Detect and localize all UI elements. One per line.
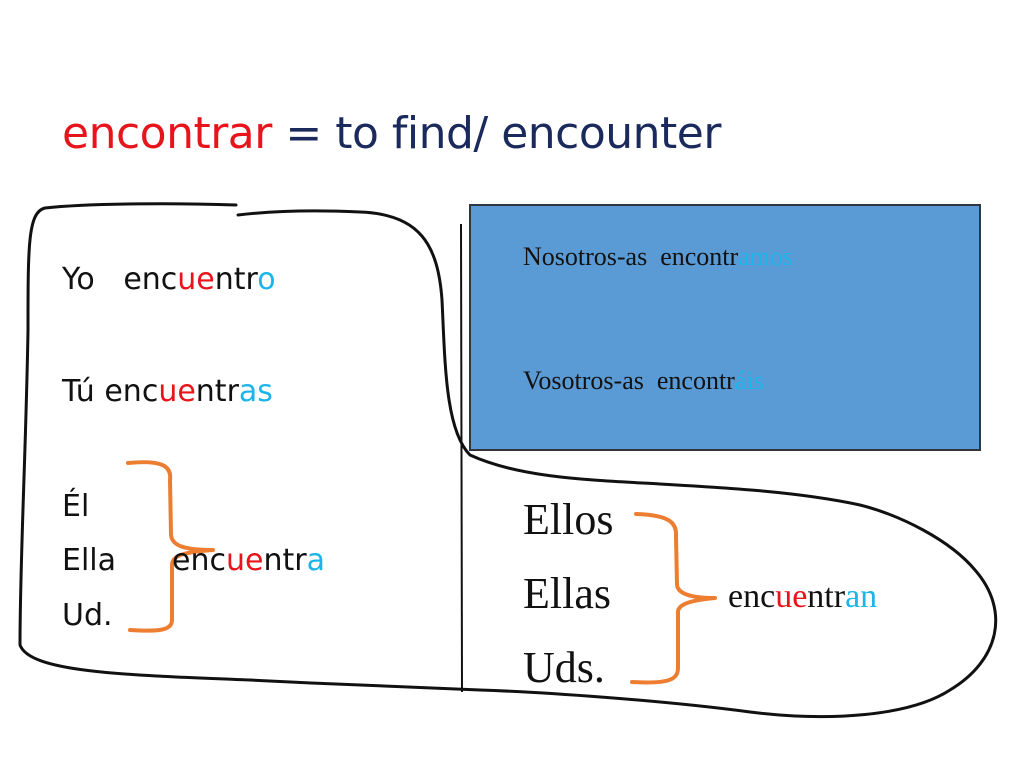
row-nosotros: Nosotros-as encontramos (523, 242, 793, 272)
pronoun-yo: Yo (62, 262, 95, 297)
pronoun-vosotros: Vosotros-as (523, 366, 644, 395)
verb-third-stem: enc (172, 543, 226, 578)
verb-yo-mid: ntr (214, 262, 258, 297)
verb-third-stem-change: ue (225, 543, 264, 578)
verb-tu-mid: ntr (195, 374, 239, 409)
row-vosotros: Vosotros-as encontráis (523, 366, 764, 396)
verb-yo: encuentro (123, 262, 275, 297)
pronoun-ellos: Ellos (523, 495, 614, 544)
verb-vosotros-stem: encontr (656, 366, 735, 395)
verb-tu-stem: enc (104, 374, 159, 409)
verb-yo-stem-change: ue (177, 262, 215, 297)
pronoun-nosotros: Nosotros-as (523, 242, 648, 271)
verb-yo-ending: o (257, 262, 276, 297)
divider-line (460, 223, 463, 693)
verb-third-plural: encuentran (728, 578, 877, 616)
pronoun-ud: Ud. (62, 598, 113, 633)
verb-plural-stem-change: ue (775, 578, 808, 615)
verb-plural-mid: ntr (807, 578, 846, 615)
plural-brace (630, 512, 717, 685)
pronoun-el: Él (62, 489, 90, 524)
plural-first-second-box (469, 204, 981, 451)
pronoun-ellas: Ellas (523, 569, 611, 618)
verb-third-singular: encuentra (172, 543, 325, 578)
title-verb: encontrar (62, 108, 272, 159)
verb-third-mid: ntr (263, 543, 307, 578)
verb-third-ending: a (306, 543, 325, 578)
singular-brace (126, 460, 215, 633)
verb-nosotros-ending: amos (738, 242, 794, 271)
verb-plural-stem: enc (728, 578, 776, 615)
verb-tu: encuentras (104, 374, 273, 409)
singular-outline (18, 202, 998, 719)
verb-tu-ending: as (238, 374, 273, 409)
verb-plural-ending: an (845, 578, 878, 615)
title-meaning: to find/ encounter (335, 108, 721, 159)
slide-title: encontrar = to find/ encounter (62, 108, 721, 159)
verb-vosotros-ending: áis (734, 366, 764, 395)
pronoun-ella: Ella (62, 543, 117, 578)
title-equals: = (271, 108, 336, 159)
verb-nosotros-stem: encontr (660, 242, 739, 271)
pronoun-uds: Uds. (523, 643, 605, 692)
row-tu: Tú encuentras (62, 374, 273, 409)
row-yo: Yo encuentro (62, 262, 276, 297)
pronoun-tu: Tú (62, 374, 95, 409)
verb-yo-stem: enc (123, 262, 178, 297)
verb-tu-stem-change: ue (158, 374, 196, 409)
